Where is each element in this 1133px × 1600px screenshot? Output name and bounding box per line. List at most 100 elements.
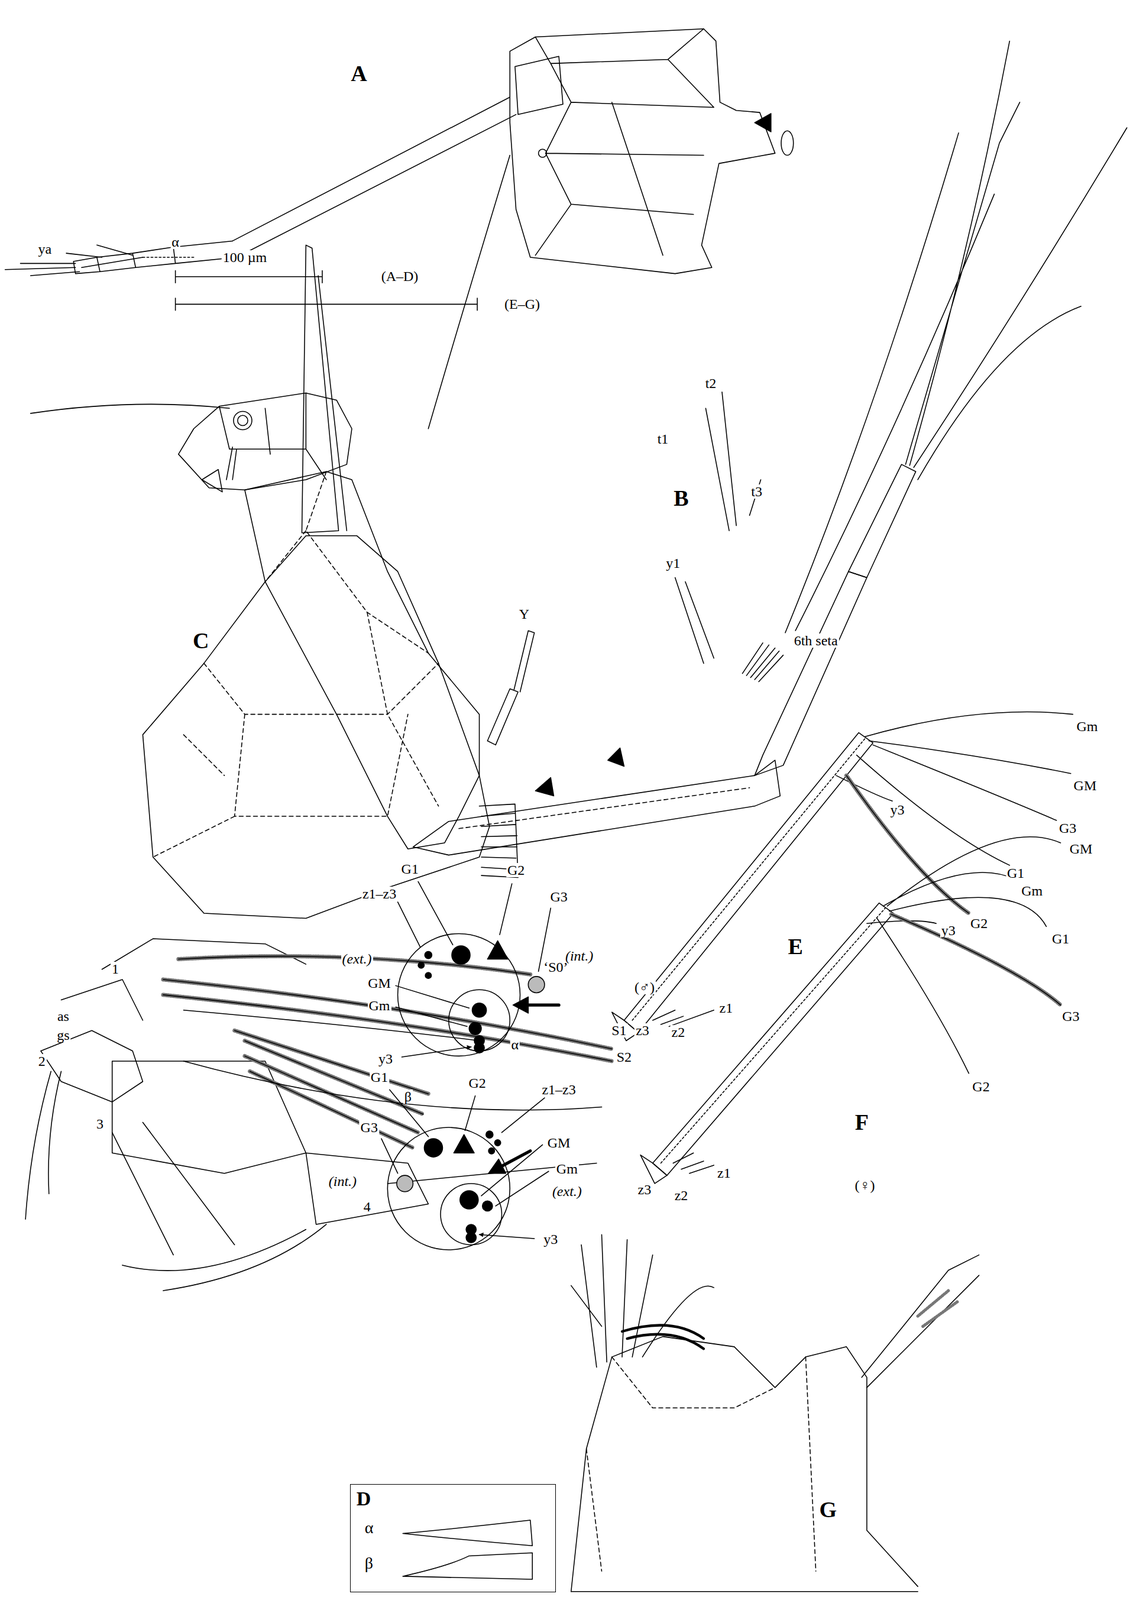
line-art bbox=[175, 270, 478, 310]
line-art bbox=[424, 951, 432, 959]
line-art bbox=[219, 392, 327, 480]
line-art bbox=[460, 1190, 479, 1209]
line-art bbox=[891, 914, 1061, 1005]
part-label: as bbox=[56, 1008, 71, 1024]
part-label: GM bbox=[1072, 778, 1099, 793]
part-label: S2 bbox=[615, 1049, 633, 1064]
line-art bbox=[112, 1060, 429, 1225]
line-art bbox=[846, 775, 969, 914]
part-label: G1 bbox=[1050, 931, 1071, 946]
line-art bbox=[233, 410, 252, 430]
line-art bbox=[538, 149, 547, 158]
line-art bbox=[428, 155, 510, 429]
part-label: gs bbox=[55, 1027, 71, 1042]
part-label: z1 bbox=[716, 1165, 733, 1180]
part-label: 6th seta bbox=[792, 633, 840, 648]
panel-letter: F bbox=[853, 1110, 870, 1133]
part-label: G1 bbox=[369, 1069, 390, 1084]
part-label: y3 bbox=[940, 923, 957, 938]
line-art bbox=[402, 1519, 533, 1546]
segment-drawing-female bbox=[381, 836, 1061, 1250]
line-art bbox=[622, 1325, 704, 1349]
part-label: GM bbox=[1068, 841, 1094, 856]
line-art bbox=[486, 1130, 494, 1138]
antenna-drawing bbox=[5, 28, 794, 276]
line-art bbox=[861, 1254, 979, 1388]
line-art bbox=[742, 642, 783, 682]
part-label: t2 bbox=[704, 376, 718, 391]
part-label: G2 bbox=[970, 1079, 991, 1094]
part-label: 100 µm bbox=[221, 250, 269, 265]
line-art bbox=[234, 1030, 429, 1148]
line-art bbox=[5, 244, 144, 276]
panel-box: Dαβ bbox=[350, 1483, 556, 1592]
line-art bbox=[917, 1290, 959, 1326]
part-label: G3 bbox=[1060, 1008, 1081, 1024]
part-label: GM bbox=[546, 1135, 572, 1150]
part-label: 3 bbox=[95, 1116, 105, 1131]
part-label: z1–z3 bbox=[540, 1082, 577, 1097]
part-label: t3 bbox=[749, 484, 764, 499]
line-art bbox=[487, 630, 534, 745]
part-label: (♂) bbox=[633, 979, 656, 995]
line-art bbox=[846, 775, 969, 914]
line-art bbox=[487, 940, 508, 959]
part-label: (int.) bbox=[564, 948, 595, 963]
part-label: (E–G) bbox=[503, 296, 542, 312]
line-art bbox=[515, 56, 563, 115]
line-art bbox=[571, 1590, 918, 1592]
line-art bbox=[509, 28, 775, 274]
line-art bbox=[468, 1021, 482, 1035]
line-art bbox=[395, 881, 551, 1057]
line-art bbox=[632, 738, 865, 1021]
line-art bbox=[672, 1152, 714, 1173]
line-art bbox=[142, 535, 490, 919]
line-art bbox=[301, 244, 347, 533]
mouthpart-drawing bbox=[25, 244, 613, 1291]
line-art bbox=[25, 1070, 61, 1219]
segment-drawing-male bbox=[395, 711, 1073, 1058]
part-label: (A–D) bbox=[380, 269, 420, 284]
line-art bbox=[535, 28, 714, 256]
part-label: 4 bbox=[362, 1199, 372, 1214]
panel-letter: E bbox=[786, 934, 804, 958]
seta-tip-drawing bbox=[402, 1519, 533, 1579]
line-art bbox=[163, 979, 613, 1061]
line-art bbox=[836, 711, 1073, 866]
line-art bbox=[675, 577, 715, 664]
part-label: G1 bbox=[1005, 865, 1026, 880]
line-art bbox=[891, 914, 1061, 1005]
line-art bbox=[623, 732, 873, 1033]
line-art bbox=[535, 748, 624, 796]
line-art bbox=[471, 1002, 487, 1018]
part-label: z2 bbox=[673, 1187, 690, 1203]
line-art bbox=[488, 1147, 495, 1154]
part-label: G3 bbox=[1057, 820, 1078, 835]
part-label: GM bbox=[366, 975, 393, 990]
part-label: α bbox=[364, 1519, 374, 1536]
part-label: z1–z3 bbox=[361, 886, 398, 901]
line-art bbox=[163, 979, 613, 1061]
line-art bbox=[418, 962, 424, 969]
line-art bbox=[866, 836, 1061, 1074]
line-art bbox=[528, 976, 545, 993]
part-label: t1 bbox=[656, 431, 670, 446]
panel-letter: A bbox=[349, 62, 368, 85]
line-art bbox=[571, 1336, 918, 1592]
part-label: y1 bbox=[664, 555, 682, 571]
part-label: β bbox=[403, 1089, 413, 1104]
part-label: z1 bbox=[718, 1000, 735, 1015]
part-label: z2 bbox=[670, 1024, 687, 1039]
line-art bbox=[387, 1127, 510, 1250]
line-art bbox=[453, 1134, 474, 1153]
line-art bbox=[234, 1030, 429, 1148]
part-label: (ext.) bbox=[341, 951, 374, 966]
part-label: (int.) bbox=[327, 1173, 358, 1188]
panel-letter: B bbox=[672, 486, 690, 510]
part-label: (♀) bbox=[853, 1177, 876, 1193]
line-art bbox=[30, 403, 230, 414]
line-art bbox=[754, 113, 772, 132]
line-art bbox=[848, 464, 916, 578]
line-art bbox=[652, 1010, 714, 1027]
line-art bbox=[73, 240, 237, 274]
